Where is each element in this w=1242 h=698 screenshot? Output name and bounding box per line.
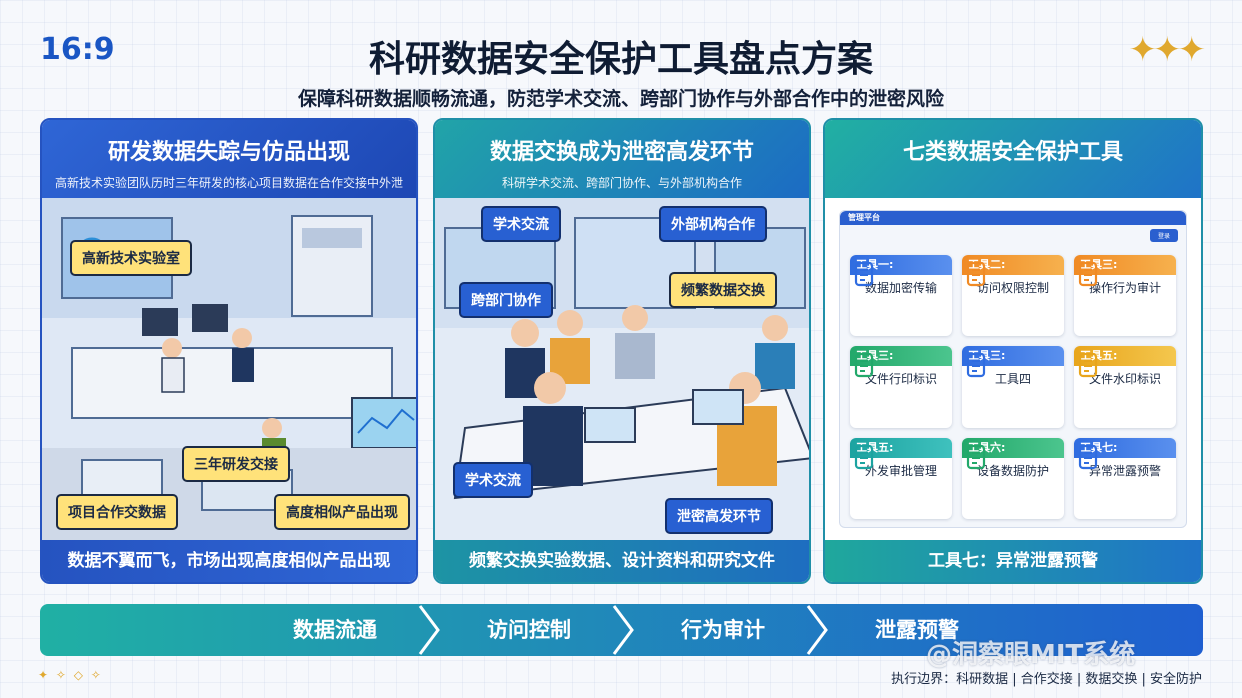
- tool-card[interactable]: 工具五: 外发审批管理: [850, 437, 952, 519]
- tool-card-head: 工具五:: [1074, 346, 1176, 367]
- lab-illustration: 高新技术实验室 三年研发交接 项目合作交数据 高度相似产品出现: [42, 198, 416, 540]
- panel-footer: 数据不翼而飞，市场出现高度相似产品出现: [42, 540, 416, 582]
- panel-title: 七类数据安全保护工具: [902, 140, 1123, 165]
- tool-card-head: 工具三:: [1074, 255, 1176, 275]
- tool-card[interactable]: 工具六: 设备数据防护: [962, 437, 1064, 519]
- tool-card-label: 设备数据防护: [976, 463, 1049, 478]
- tool-card[interactable]: 工具五: 文件水印标识: [1074, 346, 1176, 428]
- app-nav-bar: 登录: [840, 225, 1186, 245]
- tool-card[interactable]: 工具一: 数据加密传输: [850, 255, 952, 337]
- page-title: 科研数据安全保护工具盘点方案: [368, 39, 873, 80]
- tag-frequent-exchange: 频繁数据交换: [669, 272, 777, 308]
- tool-card[interactable]: 工具三: 工具四: [962, 346, 1064, 428]
- panel-subtitle: 科研学术交流、跨部门协作、与外部机构合作: [501, 176, 742, 190]
- tag-similar-product: 高度相似产品出现: [274, 494, 410, 530]
- tool-card-label: 操作行为审计: [1088, 281, 1161, 295]
- meeting-illustration: 学术交流 外部机构合作 跨部门协作 频繁数据交换 学术交流 泄密高发环节: [435, 198, 809, 540]
- tool-card-head: 工具一:: [850, 255, 952, 275]
- approve-stack-icon: [854, 444, 874, 469]
- login-button[interactable]: 登录: [1149, 228, 1178, 242]
- panel-title: 数据交换成为泄密高发环节: [489, 140, 754, 165]
- tool-card-head: 工具七:: [1074, 437, 1176, 458]
- tool-card-label: 数据加密传输: [864, 281, 937, 295]
- tools-app-mock: 管理平台 登录 工具一:数据加密传输工具二:访问权限控制工具三:操作行为审计工具…: [825, 198, 1201, 540]
- flow-step-data-flow: 数据流通: [293, 618, 377, 642]
- audit-doc-icon: [1078, 261, 1098, 287]
- tool-card-label: 访问权限控制: [976, 281, 1049, 295]
- tool-card-label: 外发审批管理: [864, 463, 937, 478]
- tag-cross-department: 跨部门协作: [459, 282, 553, 318]
- tool-cards-grid: 工具一:数据加密传输工具二:访问权限控制工具三:操作行为审计工具三:文件行印标识…: [850, 255, 1176, 519]
- tag-high-tech-lab: 高新技术实验室: [70, 240, 192, 276]
- tool-card-head: 工具六:: [962, 437, 1064, 458]
- tool-card-label: 文件水印标识: [1088, 372, 1161, 387]
- panel-footer: 频繁交换实验数据、设计资料和研究文件: [435, 540, 809, 582]
- tool-card[interactable]: 工具七: 异常泄露预警: [1074, 437, 1176, 519]
- panel-header: 数据交换成为泄密高发环节 科研学术交流、跨部门协作、与外部机构合作: [435, 120, 809, 198]
- watermark-doc-icon: [1078, 353, 1098, 378]
- alert-doc-icon: [1078, 444, 1098, 469]
- footer-scope: 执行边界：科研数据 | 合作交接 | 数据交换 | 安全防护: [891, 672, 1202, 687]
- app-title-bar: 管理平台: [840, 211, 1186, 225]
- panel-subtitle: 高新技术实验团队历时三年研发的核心项目数据在合作交接中外泄: [54, 176, 403, 190]
- tag-academic-exchange-2: 学术交流: [453, 462, 533, 498]
- key-lock-icon: [966, 261, 986, 287]
- panel-seven-tools: 七类数据安全保护工具 管理平台 登录 工具一:数据加密传输工具二:访问权限控制工…: [823, 118, 1203, 584]
- print-doc-icon: [854, 353, 874, 378]
- tool-card-head: 工具二:: [962, 255, 1064, 275]
- flow-step-access-control: 访问控制: [487, 618, 571, 642]
- panel-footer: 工具七：异常泄露预警: [825, 540, 1201, 582]
- flow-step-behavior-audit: 行为审计: [681, 618, 765, 642]
- app-window: 管理平台 登录 工具一:数据加密传输工具二:访问权限控制工具三:操作行为审计工具…: [839, 210, 1187, 528]
- panel-header: 七类数据安全保护工具: [825, 120, 1201, 198]
- tool-card[interactable]: 工具二: 访问权限控制: [962, 255, 1064, 337]
- flow-step-leak-alert: 泄露预警: [875, 618, 959, 642]
- tool-card-head: 工具三:: [850, 346, 952, 367]
- tool-card-label: 文件行印标识: [864, 372, 937, 387]
- panel-header: 研发数据失踪与仿品出现 高新技术实验团队历时三年研发的核心项目数据在合作交接中外…: [42, 120, 416, 198]
- panel-data-exchange: 数据交换成为泄密高发环节 科研学术交流、跨部门协作、与外部机构合作 学术: [433, 118, 811, 584]
- tag-academic-exchange: 学术交流: [481, 206, 561, 242]
- tool-card-label: 异常泄露预警: [1088, 463, 1161, 478]
- aspect-ratio-label: 16:9: [40, 32, 115, 67]
- panel-data-loss: 研发数据失踪与仿品出现 高新技术实验团队历时三年研发的核心项目数据在合作交接中外…: [40, 118, 418, 584]
- list-doc-icon: [966, 353, 986, 378]
- device-shield-icon: [966, 444, 986, 469]
- flow-arrows-graphic: [40, 604, 1203, 656]
- tag-leak-hotspot: 泄密高发环节: [665, 498, 773, 534]
- tag-three-year-handover: 三年研发交接: [182, 446, 290, 482]
- page-subtitle: 保障科研数据顺畅流通，防范学术交流、跨部门协作与外部合作中的泄密风险: [297, 88, 944, 110]
- tool-card-head: 工具三:: [962, 346, 1064, 367]
- shield-check-icon: [854, 261, 874, 287]
- tool-card[interactable]: 工具三: 操作行为审计: [1074, 255, 1176, 337]
- tool-card-head: 工具五:: [850, 437, 952, 458]
- panel-title: 研发数据失踪与仿品出现: [107, 140, 350, 165]
- sparkle-stars-icon: ✦✦✦: [1128, 30, 1206, 70]
- process-flow-bar: 数据流通 访问控制 行为审计 泄露预警: [40, 604, 1203, 656]
- tag-project-data: 项目合作交数据: [56, 494, 178, 530]
- watermark: @洞察眼MIT系统: [926, 640, 1136, 670]
- tool-card-label: 工具四: [994, 372, 1031, 387]
- tag-external-cooperation: 外部机构合作: [659, 206, 767, 242]
- tool-card[interactable]: 工具三: 文件行印标识: [850, 346, 952, 428]
- decor-icons: ✦ ✧ ◇ ✧: [38, 668, 103, 682]
